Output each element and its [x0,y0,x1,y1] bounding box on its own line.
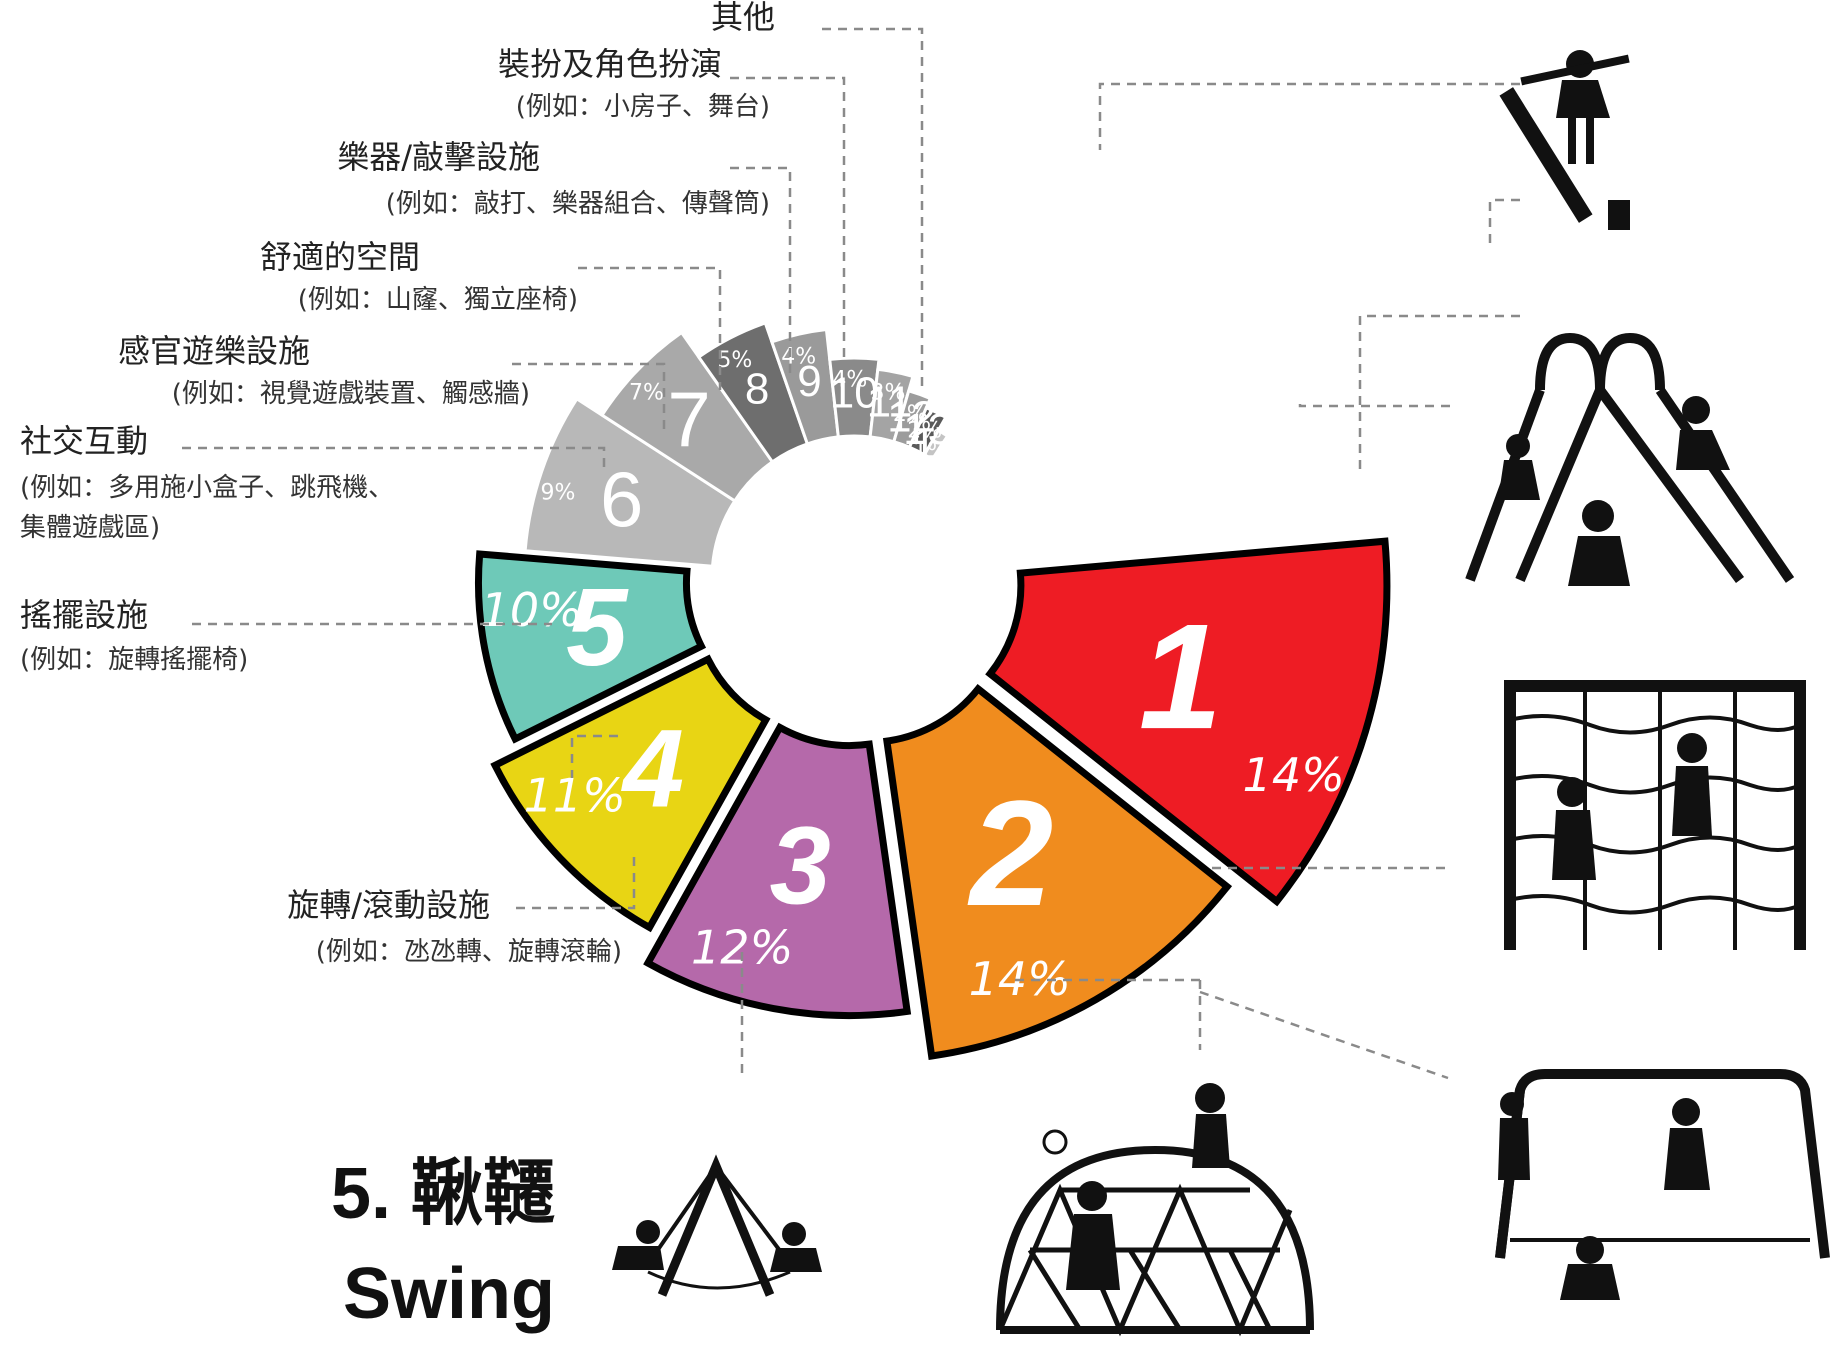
slice-11 [868,367,915,444]
slice-number-10: 10 [830,369,879,418]
slice-8 [696,321,810,464]
annotation-title: 裝扮及角色扮演 [498,45,722,83]
slice-pct-10: 4% [832,368,867,393]
slice-13 [907,405,948,457]
dome-climber-icon [996,1129,1314,1337]
net-climbers-icon [1552,733,1712,880]
slice-3 [643,722,912,1019]
slice-pct-14: 1% [913,439,948,464]
balance-beam-icon [1499,50,1630,230]
slice-pct-12: 2% [893,402,928,427]
slice-6 [523,396,737,568]
slide-kids-icon [1498,396,1730,586]
slice-2 [882,683,1233,1060]
slice-pct-6: 9% [540,481,575,506]
slice-pct-7: 7% [629,381,664,406]
slice-7 [599,330,775,503]
slice-pct-13: 2% [907,419,942,444]
slice-5 [474,550,707,744]
donut-slices [474,321,1391,1060]
annotation-example: (例如：氹氹轉、旋轉滾輪) [316,937,622,967]
slice-14 [922,428,950,462]
slice-pct-9: 4% [781,344,816,369]
slice-number-12: 12 [887,392,936,441]
slice-4 [490,654,771,933]
slice-number-1: 1 [1139,592,1222,760]
monkey-bars-icon [1495,1069,1830,1259]
slice-number-7: 7 [667,375,710,463]
slice-number-14: 14 [912,419,961,468]
slice-9 [769,327,840,446]
slice-number-6: 6 [600,455,643,543]
slice-pct-4: 11% [524,768,626,822]
bar-kids-icon [1498,1092,1710,1300]
annotation-example: 集體遊戲區) [20,513,160,543]
annotation-example: (例如：敲打、樂器組合、傳聲筒) [386,189,770,219]
slide-icon [1465,332,1795,583]
slice-10 [828,356,881,439]
slice-pct-5: 10% [481,583,583,637]
slice-number-11: 11 [867,378,913,427]
annotation-example: (例如：小房子、舞台) [516,92,770,122]
slice-number-13: 13 [903,405,952,454]
slice-number-4: 4 [621,708,684,831]
climbing-net-icon [1504,680,1806,950]
dome-kids-icon [1066,1083,1230,1290]
caption-line1: 5. 鞦韆 [331,1154,555,1234]
annotation-title: 社交互動 [20,422,148,460]
annotation-example: (例如：山窿、獨立座椅) [298,285,578,315]
slice-number-8: 8 [745,364,769,413]
slice-labels: 114%214%312%411%510%69%77%85%94%104%113%… [481,344,1345,1006]
swing-kids-icon [612,1220,822,1272]
slice-number-2: 2 [967,769,1053,937]
slice-number-3: 3 [770,805,831,928]
annotation-title: 舒適的空間 [260,238,420,276]
annotation-title: 旋轉/滾動設施 [287,886,490,924]
caption-line2: Swing [343,1254,555,1334]
slice-1 [985,537,1391,907]
slice-pct-8: 5% [717,348,752,373]
annotation-title: 感官遊樂設施 [118,332,310,370]
slice-number-5: 5 [566,566,629,689]
annotation-title: 其他 [711,0,775,36]
slice-pct-11: 3% [871,381,906,406]
slice-number-9: 9 [797,357,821,406]
slice-pct-1: 14% [1243,748,1345,802]
annotation-title: 樂器/敲擊設施 [337,138,540,176]
leader-lines [182,27,1520,1080]
swing-icon [646,1154,792,1297]
slice-pct-3: 12% [691,920,793,974]
annotation-example: (例如：多用施小盒子、跳飛機、 [20,473,394,503]
slice-12 [891,388,933,450]
annotation-example: (例如：視覺遊戲裝置、觸感牆) [172,379,530,409]
annotation-title: 搖擺設施 [20,596,148,634]
annotation-example: (例如：旋轉搖擺椅) [20,645,248,675]
